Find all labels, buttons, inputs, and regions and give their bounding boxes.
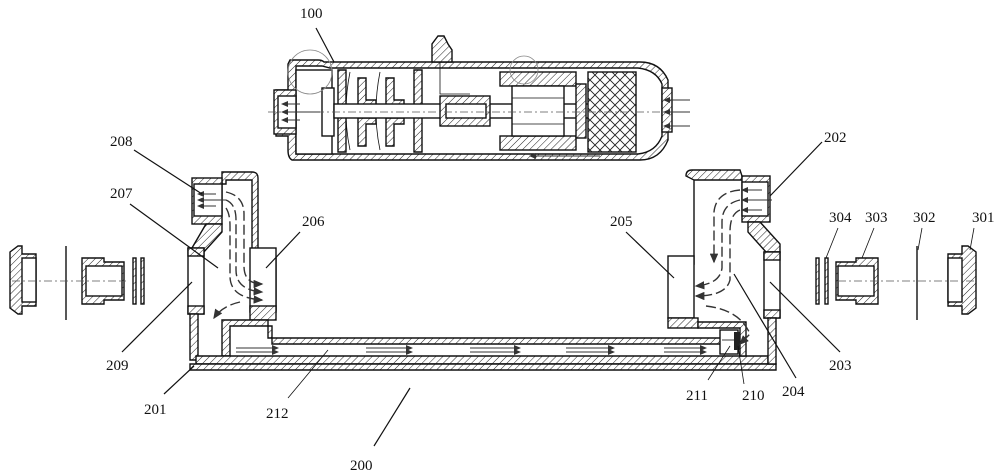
housing-base-201	[189, 363, 777, 371]
leader-204	[733, 273, 797, 379]
label-202: 202	[824, 130, 847, 146]
leader-304	[825, 227, 839, 259]
flow-arrows	[197, 187, 772, 345]
leader-lines	[121, 27, 975, 447]
label-212: 212	[266, 406, 289, 422]
reference-labels: 100 200 201 202 203 204 205 206 207 208 …	[106, 6, 995, 474]
leader-302	[917, 227, 923, 251]
leader-201	[163, 365, 195, 395]
leader-210	[737, 345, 745, 385]
leader-202	[769, 141, 823, 197]
label-211: 211	[686, 388, 708, 404]
label-301: 301	[972, 210, 995, 226]
leader-200	[373, 387, 411, 447]
leader-301	[969, 227, 975, 251]
compressor	[268, 35, 690, 161]
label-201: 201	[144, 402, 167, 418]
discharge-fitting	[431, 35, 453, 63]
channel-lower-wall	[195, 355, 769, 365]
right-inlet-bore	[741, 181, 769, 217]
left-seal-ring-b	[140, 257, 145, 305]
motor	[499, 55, 587, 151]
channel-upper-wall	[221, 319, 741, 357]
label-204: 204	[782, 384, 805, 400]
label-303: 303	[865, 210, 888, 226]
outlet-nozzle	[661, 87, 673, 133]
detail-circle-left	[287, 49, 333, 95]
housing	[187, 169, 781, 371]
leader-100	[315, 27, 335, 63]
leader-208	[133, 149, 203, 195]
leader-207	[129, 203, 219, 269]
left-inner-opening-206	[249, 247, 277, 313]
valve-element-210	[734, 332, 740, 350]
seal-rings-304-b	[824, 257, 829, 305]
right-exploded-parts	[815, 245, 977, 320]
label-100: 100	[300, 6, 323, 22]
label-302: 302	[913, 210, 936, 226]
shaft-bearing-bore	[445, 103, 487, 119]
leader-206	[265, 231, 301, 269]
label-209: 209	[106, 358, 129, 374]
label-208: 208	[110, 134, 133, 150]
label-203: 203	[829, 358, 852, 374]
leader-303	[861, 227, 875, 259]
seal-rings-304-a	[815, 257, 820, 305]
leader-205	[625, 231, 675, 279]
leader-212	[287, 349, 329, 399]
label-207: 207	[110, 186, 133, 202]
leader-203	[769, 281, 841, 353]
label-205: 205	[610, 214, 633, 230]
label-210: 210	[742, 388, 765, 404]
left-exploded-parts	[9, 245, 145, 320]
right-inner-opening-205	[667, 255, 695, 319]
leader-211	[707, 345, 731, 381]
right-end-opening-203	[763, 251, 781, 319]
left-end-opening-209	[187, 247, 205, 315]
label-304: 304	[829, 210, 852, 226]
leader-209	[121, 281, 193, 353]
label-200: 200	[350, 458, 373, 474]
left-seal-ring-a	[132, 257, 137, 305]
right-tower-neck	[747, 221, 781, 253]
label-206: 206	[302, 214, 325, 230]
